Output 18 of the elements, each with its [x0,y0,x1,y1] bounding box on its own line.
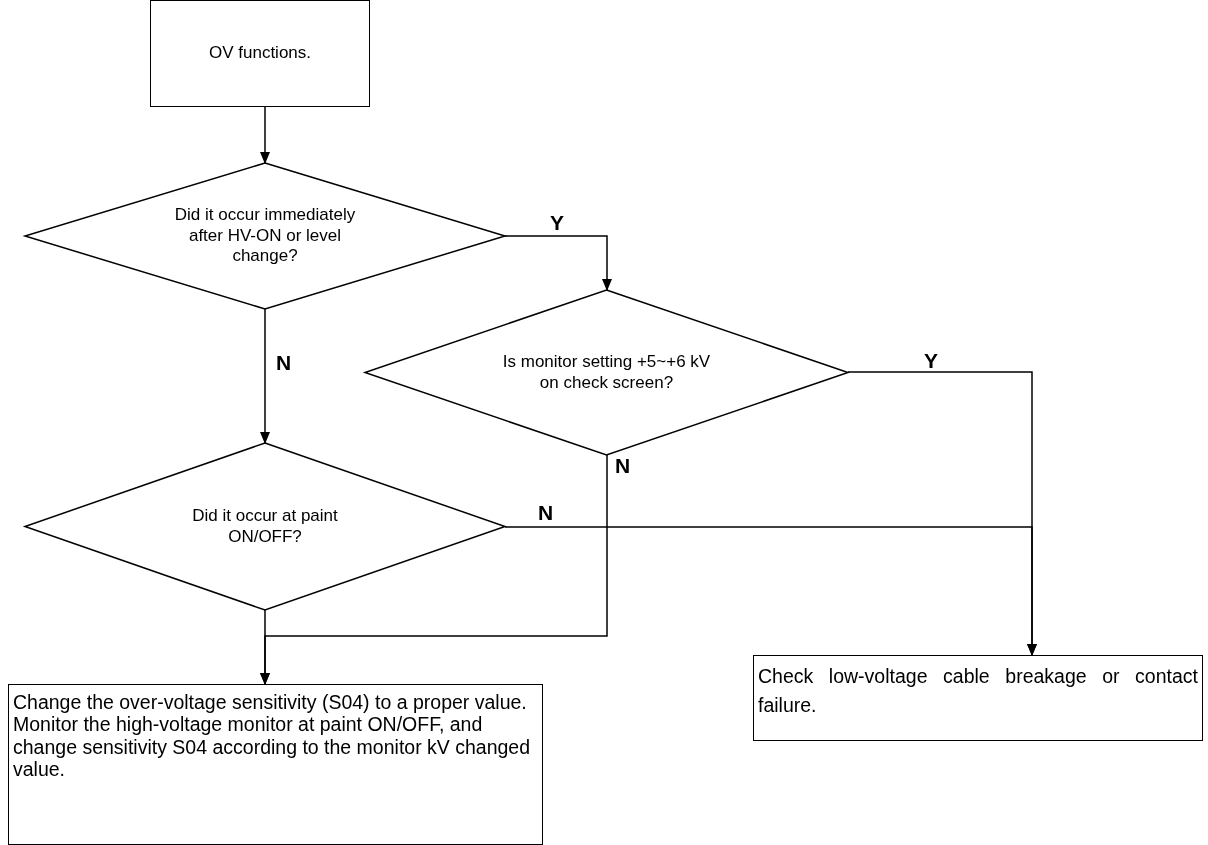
arrow [260,308,270,444]
node-text: Is monitor setting +5~+6 kV on check screen? [501,352,712,393]
node-text: Change the over-voltage sensitivity (S04) to a proper value. [13,691,528,714]
arrow [260,609,270,685]
node-text: OV functions. [208,43,312,64]
node-text: Check low-voltage cable breakage or contact failure. [758,664,1198,719]
process-box [150,0,370,107]
arrow [504,526,1037,656]
decision-diamond [25,163,505,309]
process-box [753,655,1203,741]
node-text: Did it occur at paint ON/OFF? [191,506,339,547]
node-text: Monitor the high-voltage monitor at paint ON/OFF, and change sensitivity S04 according to the monitor kV changed value. [13,713,532,781]
arrow [504,235,612,291]
arrow [260,106,270,164]
node-text: Did it occur immediately after HV-ON or level change? [173,205,357,267]
decision-diamond [25,443,505,610]
process-box [8,684,543,845]
decision-diamond [365,290,848,455]
